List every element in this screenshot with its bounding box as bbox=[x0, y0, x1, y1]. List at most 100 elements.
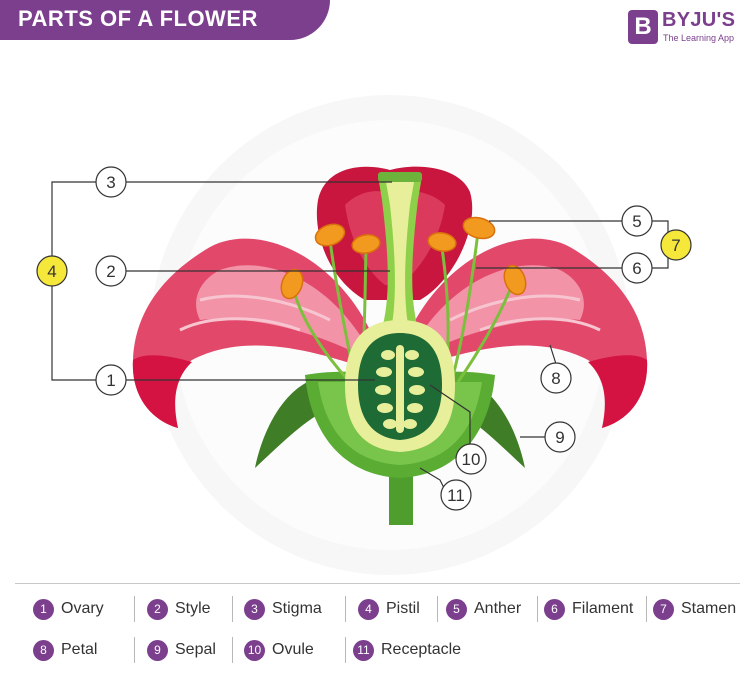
callout-7: 7 bbox=[660, 229, 692, 261]
legend-label: Style bbox=[175, 600, 211, 617]
legend-separator bbox=[232, 596, 233, 622]
svg-text:5: 5 bbox=[632, 212, 641, 231]
legend-number: 6 bbox=[544, 598, 565, 620]
legend-item-ovary: 1 Ovary bbox=[33, 596, 104, 622]
legend-separator bbox=[134, 596, 135, 622]
petal-left-vein bbox=[199, 294, 331, 322]
legend-item-ovule: 10 Ovule bbox=[244, 637, 314, 663]
callout-4: 4 bbox=[36, 255, 68, 287]
legend-label: Stigma bbox=[272, 600, 322, 617]
ovules bbox=[375, 345, 425, 433]
svg-text:3: 3 bbox=[106, 173, 115, 192]
legend-label: Receptacle bbox=[381, 641, 462, 658]
legend-number: 3 bbox=[244, 598, 265, 620]
legend-separator bbox=[232, 637, 233, 663]
svg-text:11: 11 bbox=[447, 486, 465, 505]
svg-text:6: 6 bbox=[632, 259, 641, 278]
stigma bbox=[378, 172, 422, 182]
svg-text:1: 1 bbox=[106, 371, 115, 390]
petal-right-tip bbox=[588, 355, 648, 428]
anther bbox=[462, 216, 496, 240]
flower-diagram: 3 2 1 4 5 6 7 8 9 10 11 bbox=[36, 166, 692, 525]
callout-8: 8 bbox=[540, 362, 572, 394]
legend-item-filament: 6 Filament bbox=[544, 596, 633, 622]
anther bbox=[351, 234, 381, 254]
legend-item-sepal: 9 Sepal bbox=[147, 637, 216, 663]
legend-item-style: 2 Style bbox=[147, 596, 211, 622]
legend-label: Pistil bbox=[386, 600, 420, 617]
callout-2: 2 bbox=[95, 255, 127, 287]
legend-separator bbox=[537, 596, 538, 622]
legend-divider bbox=[15, 583, 740, 584]
logo-name: BYJU'S bbox=[662, 9, 736, 31]
ovule bbox=[381, 350, 395, 360]
ovule bbox=[376, 367, 392, 377]
legend-number: 2 bbox=[147, 598, 168, 620]
ovule-axis bbox=[396, 345, 404, 433]
callout-1: 1 bbox=[95, 364, 127, 396]
ovule bbox=[377, 403, 393, 413]
filament bbox=[450, 231, 480, 381]
petal-left-tip bbox=[132, 355, 192, 428]
legend-label: Petal bbox=[61, 641, 98, 658]
logo-mark: B bbox=[628, 10, 658, 44]
svg-text:4: 4 bbox=[47, 262, 56, 281]
page-title: PARTS OF A FLOWER bbox=[18, 6, 258, 31]
legend-label: Sepal bbox=[175, 641, 216, 658]
callout-6: 6 bbox=[621, 252, 653, 284]
callout-11: 11 bbox=[440, 479, 472, 511]
legend-item-stamen: 7 Stamen bbox=[653, 596, 736, 622]
callout-10: 10 bbox=[455, 443, 487, 475]
legend-item-anther: 5 Anther bbox=[446, 596, 521, 622]
logo-tagline: The Learning App bbox=[663, 33, 735, 43]
callout-9: 9 bbox=[544, 421, 576, 453]
anther bbox=[503, 264, 527, 296]
legend-item-pistil: 4 Pistil bbox=[358, 596, 420, 622]
ovule bbox=[403, 419, 417, 429]
svg-text:7: 7 bbox=[671, 236, 680, 255]
stem bbox=[389, 470, 413, 525]
legend-number: 4 bbox=[358, 598, 379, 620]
legend-item-receptacle: 11 Receptacle bbox=[353, 637, 461, 663]
title-banner: PARTS OF A FLOWER bbox=[0, 0, 330, 40]
anther bbox=[427, 232, 457, 252]
anthers bbox=[280, 216, 527, 300]
legend-label: Stamen bbox=[681, 600, 737, 617]
brand-logo: B BYJU'S The Learning App bbox=[628, 8, 743, 48]
svg-text:8: 8 bbox=[551, 369, 560, 388]
legend-number: 1 bbox=[33, 598, 54, 620]
callout-5: 5 bbox=[621, 205, 653, 237]
filament bbox=[456, 284, 514, 383]
legend-separator bbox=[437, 596, 438, 622]
petal-left-vein bbox=[179, 317, 301, 332]
legend-label: Ovule bbox=[272, 641, 314, 658]
legend-number: 7 bbox=[653, 598, 674, 620]
filament bbox=[291, 287, 352, 384]
leader-line-petal bbox=[549, 344, 557, 365]
legend-item-stigma: 3 Stigma bbox=[244, 596, 322, 622]
legend-number: 10 bbox=[244, 639, 265, 661]
legend-separator bbox=[345, 596, 346, 622]
legend-item-petal: 8 Petal bbox=[33, 637, 97, 663]
petal-left-highlight bbox=[196, 265, 360, 355]
style-inner bbox=[386, 182, 414, 335]
legend-label: Filament bbox=[572, 600, 634, 617]
ovule bbox=[407, 403, 423, 413]
ovule bbox=[375, 385, 391, 395]
legend-separator bbox=[134, 637, 135, 663]
svg-text:9: 9 bbox=[555, 428, 564, 447]
petal-right-vein bbox=[449, 294, 581, 322]
leader-line-ovule bbox=[429, 384, 471, 445]
legend-number: 11 bbox=[353, 639, 374, 661]
legend-separator bbox=[646, 596, 647, 622]
legend-number: 9 bbox=[147, 639, 168, 661]
leader-line-receptacle bbox=[419, 467, 445, 489]
ovule bbox=[405, 350, 419, 360]
ovule bbox=[409, 385, 425, 395]
leader-lines bbox=[51, 181, 669, 489]
anther bbox=[280, 268, 304, 300]
legend-label: Ovary bbox=[61, 600, 104, 617]
svg-text:10: 10 bbox=[462, 450, 481, 469]
ovule bbox=[383, 419, 397, 429]
legend-number: 8 bbox=[33, 639, 54, 661]
